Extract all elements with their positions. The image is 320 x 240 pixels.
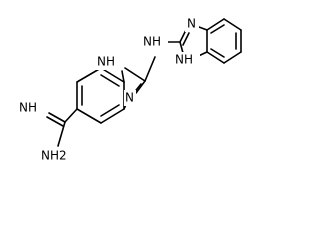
bond xyxy=(64,108,78,123)
bond xyxy=(100,74,120,87)
bond xyxy=(206,18,225,31)
molecule-structure-diagram: NH N NH N NH NH NH2 xyxy=(18,16,242,164)
bond xyxy=(182,32,190,46)
bond xyxy=(198,26,208,31)
bond xyxy=(100,67,125,83)
bond xyxy=(46,116,64,127)
bond xyxy=(144,56,156,82)
bond xyxy=(223,18,242,31)
bond xyxy=(48,112,66,123)
atom-label-nh: NH xyxy=(175,53,193,67)
atom-label-nh: NH xyxy=(143,35,161,49)
bond xyxy=(100,108,125,124)
bond xyxy=(135,80,146,94)
atom-label-nh: NH xyxy=(97,55,115,69)
bond xyxy=(223,51,242,64)
atom-label-nh2: NH2 xyxy=(41,149,67,163)
bond xyxy=(57,121,66,147)
bond xyxy=(76,67,102,83)
atom-labels: NH N NH N NH NH NH2 xyxy=(18,16,200,164)
bond xyxy=(100,104,120,117)
bond xyxy=(76,108,102,124)
bond xyxy=(206,51,225,64)
bond xyxy=(179,41,184,54)
bond xyxy=(124,67,146,82)
bond xyxy=(210,24,225,34)
atom-label-n: N xyxy=(125,91,134,105)
atom-label-n: N xyxy=(187,17,196,31)
bond xyxy=(210,48,225,58)
atom-label-nh: NH xyxy=(19,101,37,115)
bond xyxy=(121,70,125,83)
